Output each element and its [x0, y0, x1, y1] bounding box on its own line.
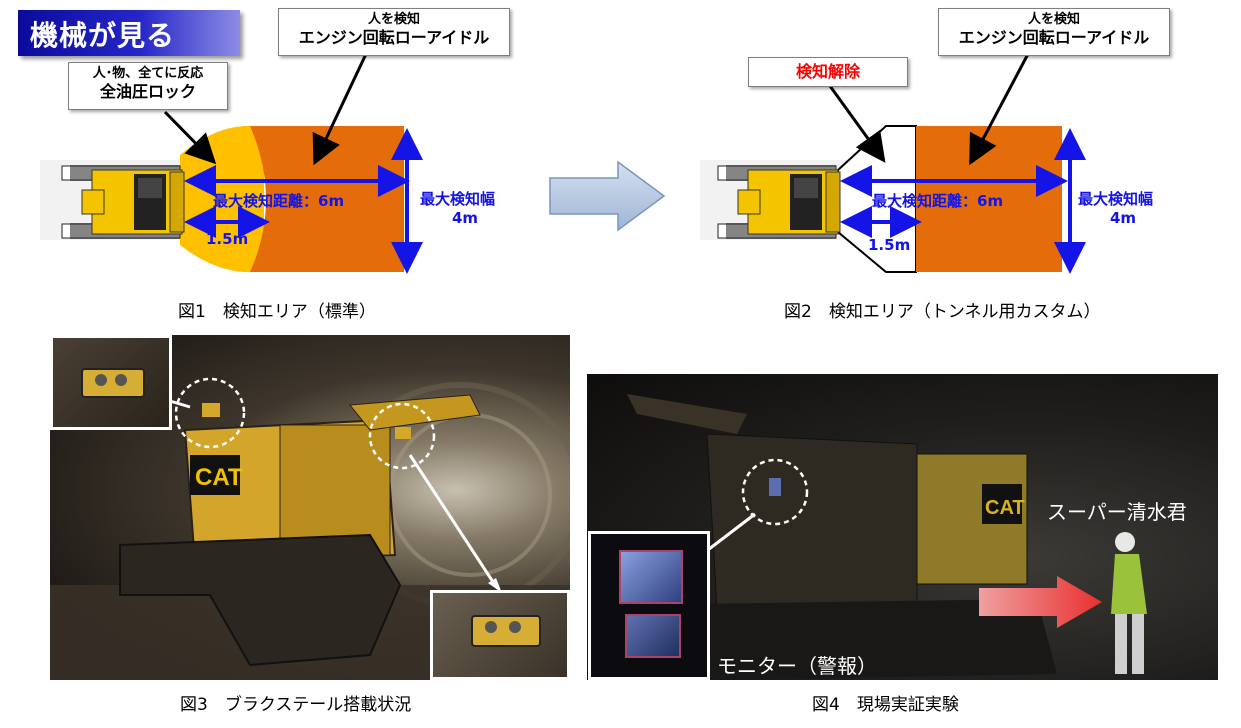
- fig4-scene-svg: CAT: [627, 394, 1147, 680]
- fig2-near-label: 1.5m: [868, 236, 911, 254]
- fig3-sensor-circle-left: [174, 377, 246, 449]
- fig3-photo-excavator-in-tunnel: CAT: [50, 335, 570, 680]
- title-banner: 機械が見る: [18, 10, 240, 56]
- fig4-monitor-screen-upper: [619, 550, 683, 604]
- pointer-line-right: [312, 53, 368, 166]
- fig3-inset-sensor-top: [50, 335, 172, 430]
- fig3-caption: 図3 ブラクステール搭載状況: [180, 695, 412, 715]
- fig1-callout-hydraulic-lock: 人･物、全てに反応 全油圧ロック: [68, 62, 228, 110]
- fig4-label-person: スーパー清水君: [1047, 500, 1187, 524]
- fig2-distance-label: 最大検知距離：6m: [872, 192, 1004, 210]
- fig4-tracks: [697, 599, 1057, 680]
- fig3-inset-sensor-device-icon-2: [471, 615, 541, 647]
- fig1-width-label-line1: 最大検知幅: [420, 190, 496, 208]
- fig4-monitor-circle: [741, 458, 809, 526]
- fig1-callout-right-line1: 人を検知: [367, 12, 420, 27]
- fig1-caption: 図1 検知エリア（標準）: [178, 302, 376, 322]
- figure-1-svg: [40, 53, 423, 274]
- fig2-callout-right-line1: 人を検知: [1027, 12, 1080, 27]
- fig2-excavator-top-view-icon: [717, 165, 841, 239]
- fig2-callout-low-idle: 人を検知 エンジン回転ローアイドル: [938, 8, 1170, 56]
- fig2-caption: 図2 検知エリア（トンネル用カスタム）: [784, 302, 1101, 322]
- fig2-width-label-line1: 最大検知幅: [1078, 190, 1154, 208]
- fig2-pointer-line-right: [969, 53, 1030, 166]
- fig3-sensor-circle-right: [368, 402, 436, 470]
- fig2-callout-right-line2: エンジン回転ローアイドル: [958, 27, 1150, 47]
- detection-zone-orange: [250, 126, 404, 272]
- fig3-tracks: [119, 533, 402, 667]
- fig4-monitor-screen-lower: [625, 614, 681, 658]
- fig1-distance-label: 最大検知距離：6m: [213, 192, 345, 210]
- fig3-arrow-to-inset-right: [408, 454, 497, 586]
- svg-text:CAT: CAT: [985, 497, 1025, 519]
- fig1-callout-low-idle: 人を検知 エンジン回転ローアイドル: [278, 8, 510, 56]
- fig4-worker-figure: [1111, 532, 1147, 674]
- figure-1-diagram: [0, 0, 560, 290]
- fig4-photo-field-test: CAT スーパー清水君 モニター（警報）: [587, 374, 1218, 680]
- excavator-top-view-icon: [61, 165, 185, 239]
- fig2-callout-released: 検知解除: [748, 57, 908, 87]
- fig1-width-label-line2: 4m: [452, 209, 479, 227]
- fig4-inset-monitor: [588, 531, 710, 680]
- figure-2-diagram: [690, 0, 1241, 290]
- fig1-callout-left-line1: 人･物、全てに反応: [92, 66, 204, 81]
- fig4-caption: 図4 現場実証実験: [812, 695, 959, 715]
- transition-arrow-icon: [549, 160, 666, 232]
- fig4-label-monitor: モニター（警報）: [717, 654, 877, 678]
- fig1-near-label: 1.5m: [206, 230, 249, 248]
- figure-2-svg: [700, 53, 1086, 274]
- fig2-callout-red-text: 検知解除: [795, 62, 860, 81]
- fig1-callout-right-line2: エンジン回転ローアイドル: [298, 27, 490, 47]
- fig3-inset-sensor-device-icon: [81, 368, 145, 398]
- pointer-line-left: [163, 110, 217, 165]
- banner-title: 機械が見る: [30, 19, 176, 52]
- fig1-callout-left-line2: 全油圧ロック: [99, 81, 196, 101]
- fig3-inset-sensor-bottom: [430, 590, 570, 680]
- fig4-red-approach-arrow: [979, 576, 1102, 628]
- svg-text:CAT: CAT: [195, 464, 243, 491]
- fig2-pointer-line-left: [828, 85, 886, 163]
- fig3-cat-logo-plate: [190, 455, 240, 495]
- fig2-width-label-line2: 4m: [1110, 209, 1137, 227]
